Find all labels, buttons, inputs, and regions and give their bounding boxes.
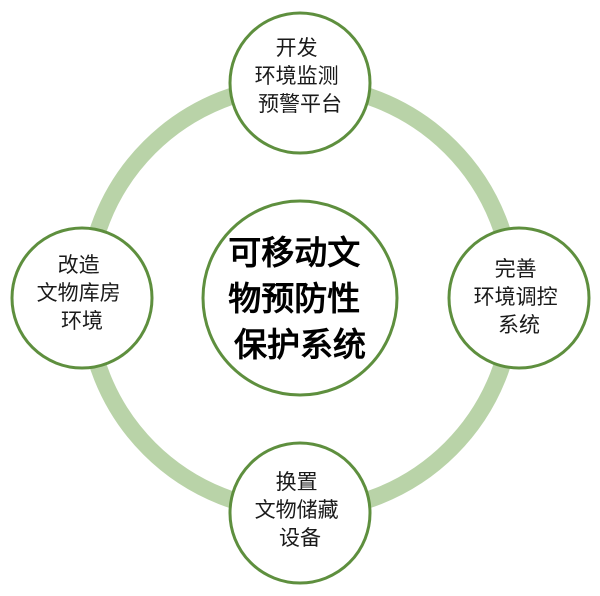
node-top: 开发 环境监测 预警平台 [228,11,372,155]
center-line-2: 物预防性 [228,279,360,318]
node-bottom-line-3: 设备 [279,526,321,550]
node-bottom-label: 换置 文物储藏 设备 [255,470,346,550]
node-right-line-1: 完善 [495,257,537,281]
node-bottom-line-2: 文物储藏 [255,498,339,522]
node-left: 改造 文物库房 环境 [10,226,154,370]
node-left-circle [10,226,154,370]
node-left-line-2: 文物库房 [37,281,121,305]
node-top-line-3: 预警平台 [258,92,342,116]
center-line-1: 可移动文 [228,233,360,272]
node-right-line-3: 系统 [498,313,540,337]
node-right-line-2: 环境调控 [474,285,558,309]
node-left-line-1: 改造 [58,253,100,277]
node-top-line-1: 开发 [276,36,318,60]
node-bottom-circle [228,441,372,585]
center-node: 可移动文 物预防性 保护系统 [201,199,399,397]
center-line-3: 保护系统 [234,325,366,364]
node-left-label: 改造 文物库房 环境 [37,253,128,333]
node-top-circle [228,11,372,155]
node-top-label: 开发 环境监测 预警平台 [255,36,346,116]
center-node-circle [201,199,399,397]
node-right-label: 完善 环境调控 系统 [474,257,565,337]
node-bottom: 换置 文物储藏 设备 [228,441,372,585]
node-right-circle [447,226,591,370]
node-left-line-3: 环境 [61,309,103,333]
center-node-label: 可移动文 物预防性 保护系统 [228,233,372,364]
node-top-line-2: 环境监测 [255,64,339,88]
node-right: 完善 环境调控 系统 [447,226,591,370]
node-bottom-line-1: 换置 [276,470,318,494]
